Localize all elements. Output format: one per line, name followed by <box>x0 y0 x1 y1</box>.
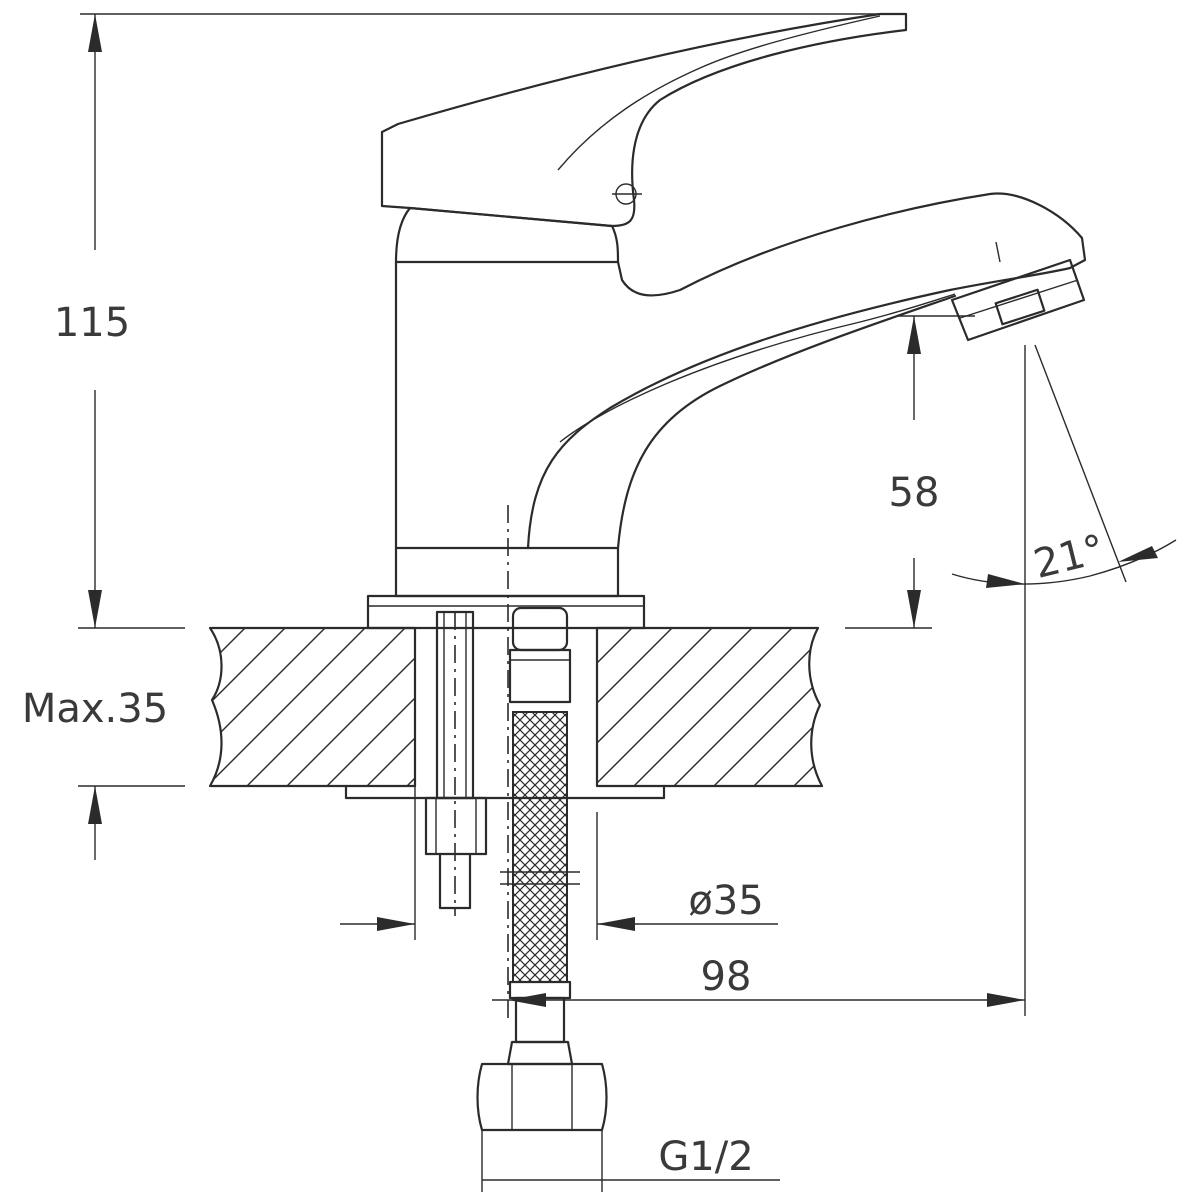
arrow-down-icon <box>907 590 921 628</box>
arrow-up-icon <box>88 14 102 52</box>
dimension-spout-reach: 98 <box>492 345 1026 1016</box>
arrow-left-icon <box>597 917 635 931</box>
spout-underside <box>616 294 957 550</box>
dimension-label-115: 115 <box>54 300 130 346</box>
hatch-line <box>567 628 725 786</box>
hatch-line <box>633 628 793 786</box>
stud-tail <box>438 852 472 910</box>
arrow-up-icon <box>88 786 102 824</box>
dimension-deck-thickness: Max.35 <box>22 686 185 860</box>
hatch-line <box>597 628 633 786</box>
deck-left-outline <box>208 626 417 788</box>
dimension-label-58: 58 <box>889 470 940 516</box>
hatch-line <box>834 628 992 786</box>
dimension-label-21deg: 21° <box>1029 526 1109 588</box>
angle-leg-inclined <box>1034 344 1127 583</box>
hatch-line <box>793 628 822 786</box>
aerator-ring <box>959 279 1079 319</box>
hatch-line <box>954 628 1112 786</box>
mounting-stud <box>424 610 488 916</box>
lever-handle <box>380 12 908 228</box>
bottom-washer-plate <box>344 784 666 800</box>
hose-braided-mesh <box>512 711 568 983</box>
hatch-line <box>326 628 415 786</box>
spout-highlight <box>559 293 956 443</box>
arrow-down-icon <box>88 590 102 628</box>
aerator-insert <box>994 288 1046 326</box>
dimension-label-d35: ø35 <box>688 878 763 924</box>
hatch-line <box>597 628 753 786</box>
deck-right-outline <box>595 626 824 788</box>
dimension-label-g12: G1/2 <box>658 1134 753 1180</box>
arrow-right-icon <box>987 993 1025 1007</box>
hatch-line <box>673 628 822 786</box>
dimension-aerator-angle: 21° <box>951 344 1177 588</box>
hatch-line <box>246 628 406 786</box>
hatch-line <box>597 628 673 786</box>
hatch-line <box>914 628 1072 786</box>
arrow-up-icon <box>907 316 921 354</box>
faucet-body <box>366 12 1087 630</box>
hatch-line <box>597 628 713 786</box>
arrow-left-icon <box>508 993 546 1007</box>
dimension-spout-clearance: 58 <box>845 315 975 629</box>
dimension-label-max35: Max.35 <box>22 686 168 732</box>
countertop-section <box>208 626 1112 800</box>
hatch-line <box>210 628 366 786</box>
arrow-left-icon <box>1118 546 1158 562</box>
hatch-line <box>874 628 1032 786</box>
arrow-right-icon <box>377 917 415 931</box>
hatch-line <box>366 628 415 786</box>
lever-highlight <box>557 15 881 171</box>
dimension-height-115: 115 <box>54 13 880 629</box>
hose-connection-nut <box>476 1062 608 1132</box>
hatch-line <box>210 628 286 786</box>
hatch-line <box>286 628 415 786</box>
spout-outline <box>526 192 1087 550</box>
hatch-line <box>713 628 822 786</box>
base-flange <box>366 594 646 630</box>
lower-collar <box>394 546 620 598</box>
mounting-nut <box>424 796 488 856</box>
flex-hose <box>476 606 608 1132</box>
dimension-label-98: 98 <box>701 954 752 1000</box>
hatch-line <box>753 628 822 786</box>
aerator <box>950 241 1086 342</box>
hose-ferrule-collar <box>508 648 572 704</box>
aerator-axis-mark <box>995 241 1001 263</box>
arrow-right-icon <box>986 574 1025 588</box>
dimension-thread: G1/2 <box>481 1130 780 1192</box>
dimension-hole-diameter: ø35 <box>340 786 778 940</box>
hose-nut-neck <box>506 1040 574 1066</box>
aerator-body <box>950 258 1086 342</box>
hatch-line <box>210 628 326 786</box>
